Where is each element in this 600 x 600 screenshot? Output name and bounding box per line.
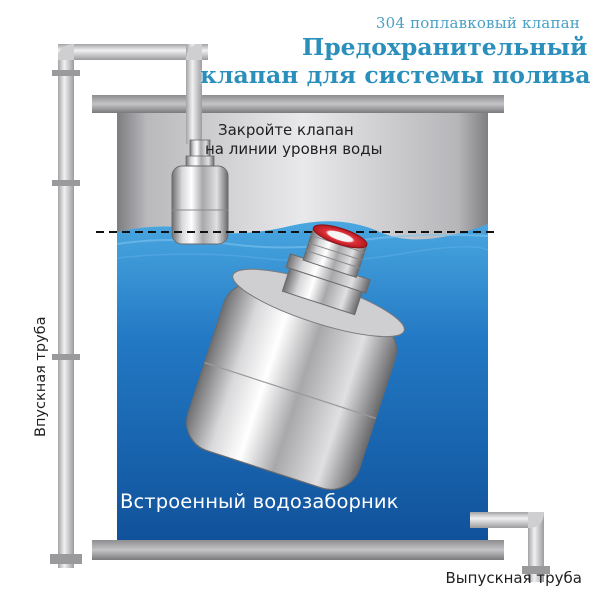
inlet-pipe-vertical — [58, 58, 74, 568]
tank-bottom-rim — [92, 540, 504, 560]
outlet-pipe-horizontal — [470, 512, 530, 528]
tank-top-rim — [92, 95, 504, 113]
outlet-pipe-vertical — [528, 512, 544, 582]
title-line-2: клапан для системы полива — [200, 61, 591, 89]
small-float-valve — [171, 139, 229, 245]
inlet-pipe-label: Впускная труба — [33, 316, 49, 438]
large-float-valve — [186, 224, 405, 490]
outlet-pipe-label: Выпускная труба — [445, 569, 583, 587]
title-line-1: Предохранительный — [302, 33, 588, 61]
inlet-pipe-top — [58, 44, 208, 60]
product-subtitle: 304 поплавковый клапан — [375, 14, 580, 32]
annotation-line-2: на линии уровня воды — [205, 140, 383, 158]
annotation-line-1: Закройте клапан — [218, 121, 354, 139]
intake-caption: Встроенный водозаборник — [120, 490, 399, 513]
